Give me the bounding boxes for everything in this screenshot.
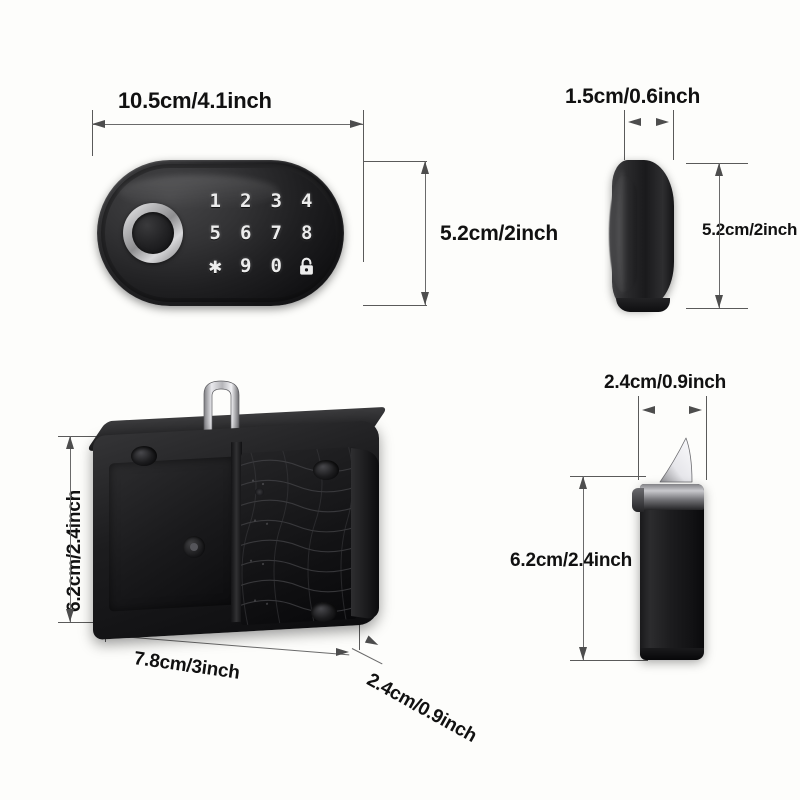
keypad-side-width-label: 1.5cm/0.6inch xyxy=(565,85,701,108)
latch-side-width-label: 2.4cm/0.9inch xyxy=(604,372,727,393)
extension-line xyxy=(359,622,360,650)
arrow-head-up xyxy=(66,436,74,449)
keypad-side-base-lip xyxy=(616,298,670,312)
extension-line xyxy=(624,110,625,160)
extension-line xyxy=(363,305,427,306)
keypad-key-4[interactable]: 4 xyxy=(301,189,313,212)
keypad-key-star[interactable]: ✱ xyxy=(208,253,222,279)
keypad-key-3[interactable]: 3 xyxy=(270,189,282,212)
arrow-head-left xyxy=(92,120,105,128)
keypad-front-view: 1 2 3 4 5 6 7 8 ✱ 9 0 xyxy=(97,160,344,306)
latch-side-height-label: 6.2cm/2.4inch xyxy=(510,550,633,571)
metal-latch-tab xyxy=(195,378,249,431)
lock-icon xyxy=(300,257,314,275)
keypad-side-view xyxy=(609,160,674,312)
dimension-line-depth xyxy=(351,648,383,665)
dimension-line-height xyxy=(719,163,720,308)
arrow-head-down xyxy=(421,292,429,305)
keypad-key-6[interactable]: 6 xyxy=(240,222,252,245)
dimension-line-height xyxy=(70,436,71,622)
latch-side-nub xyxy=(632,488,644,512)
keypad-key-5[interactable]: 5 xyxy=(209,222,221,245)
arrow-head-left xyxy=(642,406,655,414)
fingerprint-sensor[interactable] xyxy=(123,203,183,263)
keypad-key-2[interactable]: 2 xyxy=(240,189,252,212)
lock-mechanism-width-label: 7.8cm/3inch xyxy=(132,648,242,684)
latch-foot xyxy=(640,648,704,660)
dimension-line-height xyxy=(425,161,426,305)
keypad-key-lock-icon[interactable] xyxy=(298,257,315,276)
keypad-key-9[interactable]: 9 xyxy=(240,255,252,278)
extension-line xyxy=(363,161,427,162)
lock-mechanism-side-face xyxy=(351,448,379,620)
extension-line xyxy=(58,436,118,437)
arrow-head-right xyxy=(350,120,363,128)
keypad-grid: 1 2 3 4 5 6 7 8 ✱ 9 0 xyxy=(200,185,322,283)
keypad-key-7[interactable]: 7 xyxy=(270,222,282,245)
lock-mechanism-height-label: 6.2cm/2.4inch xyxy=(64,489,85,613)
arrow-head-left xyxy=(628,118,641,126)
arrow-head-down xyxy=(66,609,74,622)
center-screw xyxy=(183,536,205,558)
keypad-side-bulge xyxy=(609,176,637,292)
lock-mechanism-depth-label: 2.4cm/0.9inch xyxy=(363,669,481,747)
lock-mechanism-left-plate xyxy=(109,456,235,612)
extension-line xyxy=(92,110,93,156)
extension-line xyxy=(570,476,646,477)
keypad-front-height-label: 5.2cm/2inch xyxy=(440,222,559,245)
latch-side-view xyxy=(632,437,704,660)
latch-metal-cap-band xyxy=(640,484,704,510)
arrow-head-right xyxy=(656,118,669,126)
extension-line xyxy=(686,308,748,309)
screw-hole-bottom-right xyxy=(311,602,337,622)
lock-mechanism-textured-panel xyxy=(241,446,357,626)
latch-body xyxy=(640,484,704,658)
dimension-line-width xyxy=(92,124,363,125)
extension-line xyxy=(706,396,707,480)
arrow-head-up xyxy=(715,163,723,176)
screw-hole-top-right xyxy=(313,460,339,480)
metal-latch-fin xyxy=(654,432,706,484)
keypad-side-highlight xyxy=(617,170,627,294)
extension-line xyxy=(570,660,648,661)
lock-mechanism-view xyxy=(85,380,388,642)
arrow-head-down xyxy=(715,295,723,308)
extension-line xyxy=(638,396,639,480)
keypad-key-0[interactable]: 0 xyxy=(270,255,282,278)
arrow-head-up xyxy=(421,161,429,174)
arrow-head-down xyxy=(579,647,587,660)
extension-line xyxy=(363,110,364,262)
arrow-head-up xyxy=(579,476,587,489)
arrow-head-right xyxy=(689,406,702,414)
extension-line xyxy=(673,110,674,160)
keypad-front-width-label: 10.5cm/4.1inch xyxy=(118,88,272,113)
arrow-head-right xyxy=(336,648,349,656)
keypad-key-8[interactable]: 8 xyxy=(301,222,313,245)
small-vent-hole xyxy=(255,488,264,496)
keypad-key-1[interactable]: 1 xyxy=(209,189,221,212)
extension-line xyxy=(58,622,120,623)
keypad-side-height-label: 5.2cm/2inch xyxy=(702,220,798,239)
screw-hole-top-left xyxy=(131,446,157,466)
dimension-line-height xyxy=(583,476,584,660)
